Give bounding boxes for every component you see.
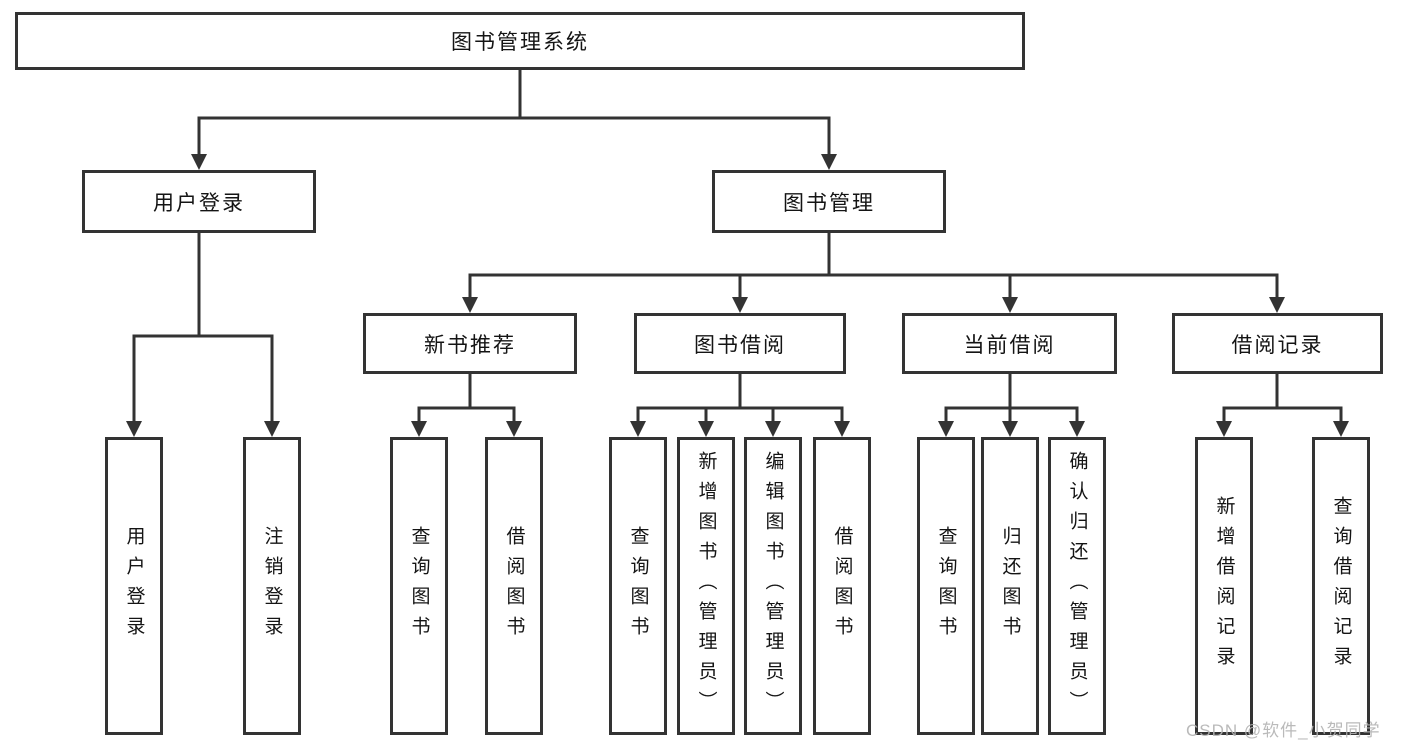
node-label: 当前借阅 <box>963 333 1056 357</box>
node-label: 归还图书 <box>999 526 1021 646</box>
node-label: 新书推荐 <box>424 333 516 357</box>
node-label: 用户登录 <box>153 191 245 215</box>
leaf-add-book-admin: 新增图书（管理员） <box>677 437 735 735</box>
node-borrow-records: 借阅记录 <box>1172 313 1383 374</box>
node-label: 图书管理系统 <box>451 31 589 54</box>
node-book-borrow: 图书借阅 <box>634 313 846 374</box>
node-label: 用户登录 <box>123 526 145 646</box>
leaf-user-login: 用户登录 <box>105 437 163 735</box>
leaf-query-books-current: 查询图书 <box>917 437 975 735</box>
node-label: 注销登录 <box>261 526 283 646</box>
node-library-management-system: 图书管理系统 <box>15 12 1025 70</box>
leaf-borrow-book: 借阅图书 <box>813 437 871 735</box>
leaf-return-book: 归还图书 <box>981 437 1039 735</box>
node-label: 借阅记录 <box>1231 333 1324 357</box>
node-label: 查询图书 <box>408 526 430 646</box>
leaf-edit-book-admin: 编辑图书（管理员） <box>744 437 802 735</box>
leaf-borrow-book-recommend: 借阅图书 <box>485 437 543 735</box>
node-book-management: 图书管理 <box>712 170 946 233</box>
node-label: 图书借阅 <box>694 333 786 357</box>
node-user-login-branch: 用户登录 <box>82 170 316 233</box>
leaf-query-books-recommend: 查询图书 <box>390 437 448 735</box>
leaf-logout: 注销登录 <box>243 437 301 735</box>
leaf-query-borrow-record: 查询借阅记录 <box>1312 437 1370 735</box>
node-label: 编辑图书（管理员） <box>762 451 784 721</box>
csdn-watermark: CSDN @软件_小贺同学 <box>1186 721 1381 740</box>
node-current-borrow: 当前借阅 <box>902 313 1117 374</box>
node-label: 查询图书 <box>627 526 649 646</box>
node-label: 新增图书（管理员） <box>695 451 717 721</box>
node-label: 借阅图书 <box>831 526 853 646</box>
node-new-book-recommend: 新书推荐 <box>363 313 577 374</box>
node-label: 查询图书 <box>935 526 957 646</box>
node-label: 图书管理 <box>783 191 875 215</box>
arrowheads <box>126 154 1349 437</box>
leaf-query-books-borrow: 查询图书 <box>609 437 667 735</box>
node-label: 借阅图书 <box>503 526 525 646</box>
node-label: 确认归还（管理员） <box>1066 451 1088 721</box>
leaf-add-borrow-record: 新增借阅记录 <box>1195 437 1253 735</box>
leaf-confirm-return-admin: 确认归还（管理员） <box>1048 437 1106 735</box>
node-label: 新增借阅记录 <box>1213 496 1235 676</box>
node-label: 查询借阅记录 <box>1330 496 1352 676</box>
